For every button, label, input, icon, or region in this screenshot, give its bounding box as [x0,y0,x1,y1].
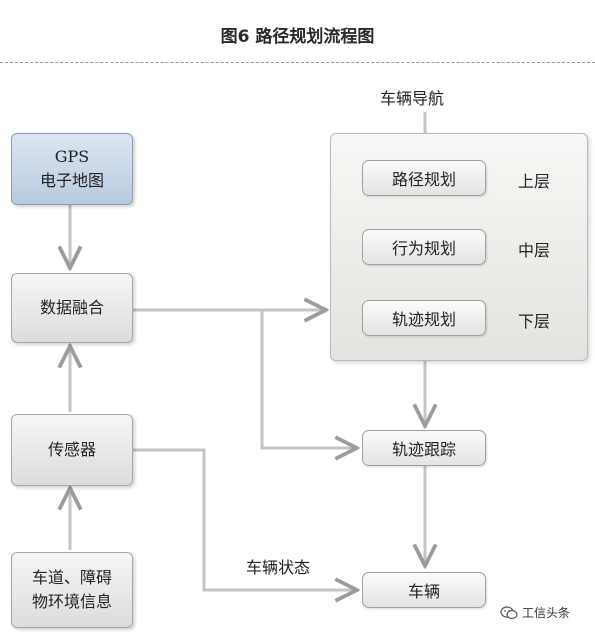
title-divider [0,62,595,63]
path-planning-node: 路径规划 [362,160,486,196]
env-line2: 物环境信息 [31,592,112,611]
behavior-planning-node: 行为规划 [362,229,486,265]
vehicle-node: 车辆 [362,572,486,608]
wechat-logo-icon [500,605,518,619]
arrow-sensor-to-vehicle [133,448,357,590]
data-fusion-node: 数据融合 [11,273,133,343]
gps-line1: GPS [54,147,90,166]
env-line1: 车道、障碍 [31,568,112,587]
sensor-node: 传感器 [11,414,133,486]
gps-line2: 电子地图 [39,171,104,190]
middle-layer-label: 中层 [518,241,551,260]
upper-layer-label: 上层 [518,172,551,191]
vehicle-state-label: 车辆状态 [246,558,311,577]
trajectory-planning-node: 轨迹规划 [362,300,486,336]
trajectory-tracking-node: 轨迹跟踪 [362,430,486,466]
arrow-fusion-to-tracking [260,310,357,448]
watermark-text: 工信头条 [522,606,571,620]
figure-title: 图6 路径规划流程图 [220,27,375,47]
vehicle-navigation-label: 车辆导航 [380,89,445,108]
environment-info-node: 车道、障碍 物环境信息 [11,552,133,628]
gps-map-node: GPS 电子地图 [11,133,133,205]
watermark: 工信头条 [500,604,570,621]
lower-layer-label: 下层 [518,312,551,331]
